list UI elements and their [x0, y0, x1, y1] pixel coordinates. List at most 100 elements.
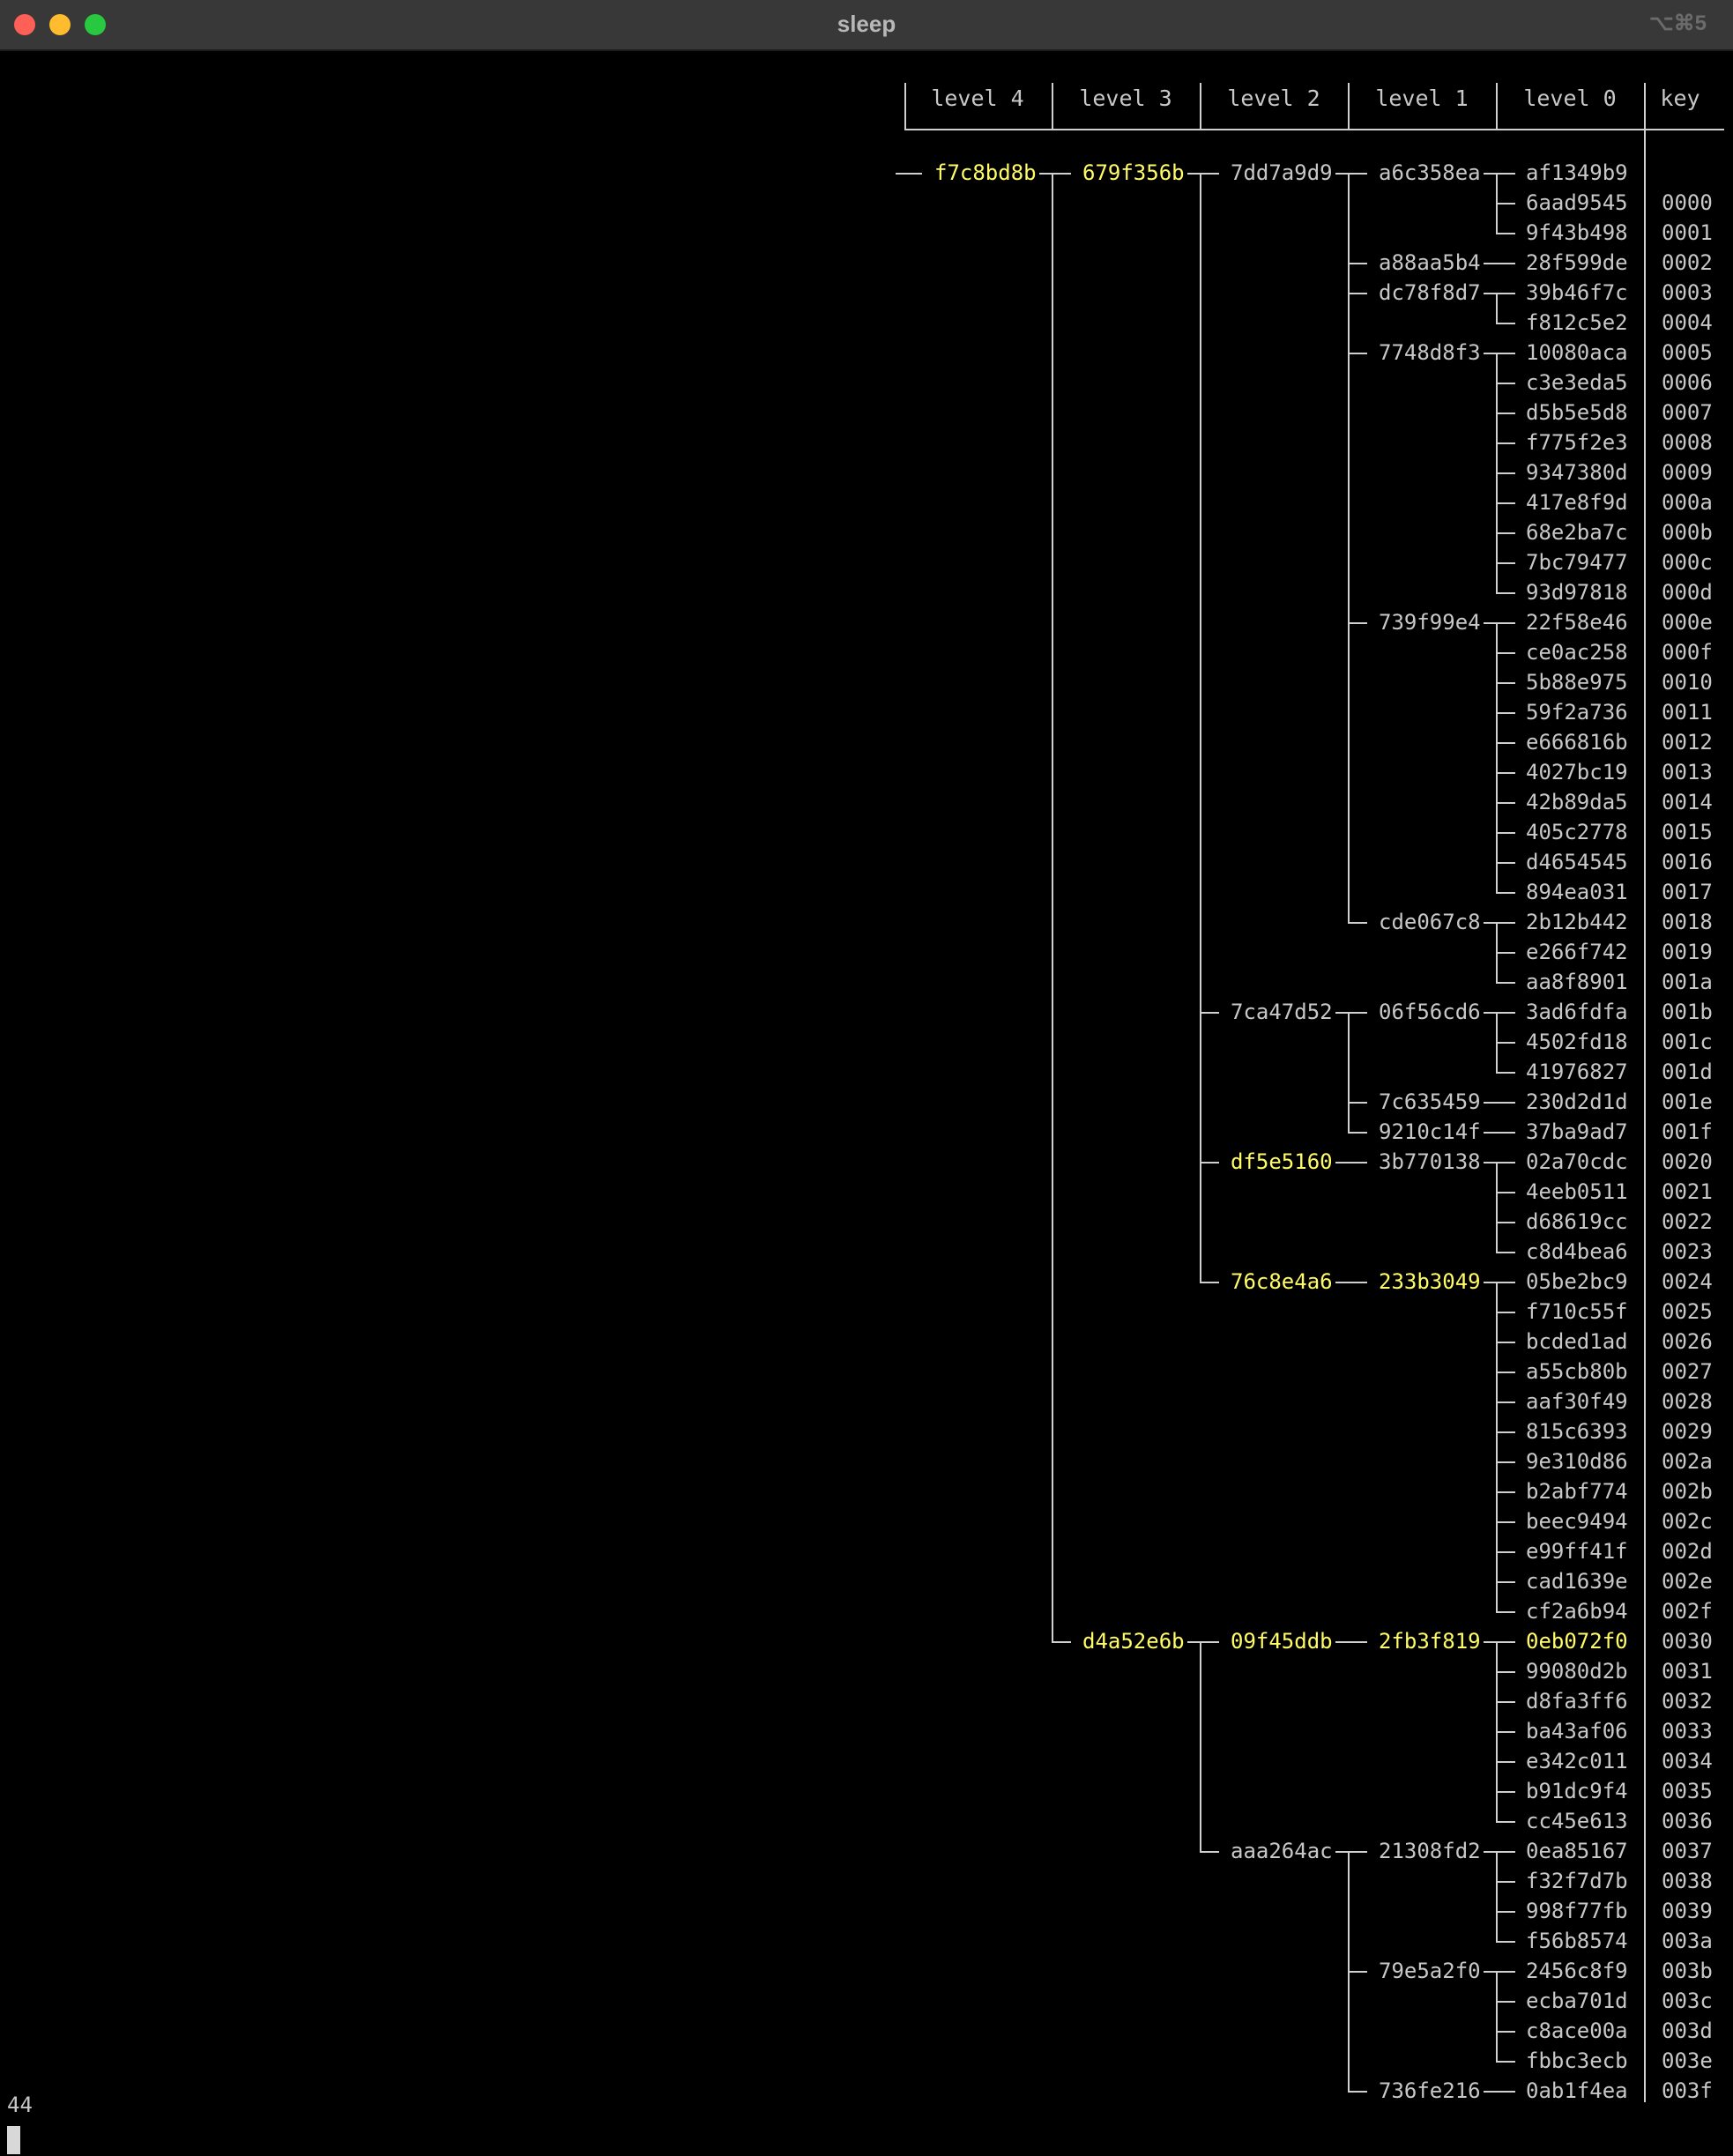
key-cell: 0004 — [1662, 310, 1713, 335]
zoom-window-icon[interactable] — [85, 14, 106, 35]
tree-connector — [1335, 1162, 1348, 1163]
tree-node-level-0: 230d2d1d — [1526, 1089, 1628, 1114]
tree-node-level-0: 2456c8f9 — [1526, 1959, 1628, 1983]
tree-node-level-2: 09f45ddb — [1231, 1629, 1333, 1654]
tree-connector — [1484, 1641, 1496, 1643]
tree-connector — [1496, 1851, 1498, 1943]
tree-node-level-0: e342c011 — [1526, 1749, 1628, 1773]
tree-node-level-1: 233b3049 — [1379, 1269, 1481, 1294]
tree-connector — [1496, 592, 1515, 594]
tree-connector — [1496, 1282, 1498, 1613]
tree-connector — [1496, 532, 1515, 534]
tree-connector — [1348, 1012, 1367, 1014]
tree-connector — [1496, 1581, 1515, 1583]
tree-connector — [1348, 173, 1350, 924]
tree-node-level-0: 59f2a736 — [1526, 700, 1628, 725]
key-cell: 0009 — [1662, 460, 1713, 485]
tree-node-level-1: 736fe216 — [1379, 2078, 1481, 2103]
tree-node-level-0: beec9494 — [1526, 1509, 1628, 1534]
key-cell: 000b — [1662, 520, 1713, 545]
tree-connector — [1484, 622, 1496, 624]
key-cell: 0016 — [1662, 850, 1713, 874]
tree-node-level-0: e266f742 — [1526, 940, 1628, 964]
key-cell: 0007 — [1662, 400, 1713, 425]
tree-connector — [1484, 1851, 1496, 1853]
tree-node-level-0: cf2a6b94 — [1526, 1599, 1628, 1624]
tree-node-level-0: 894ea031 — [1526, 880, 1628, 904]
tree-node-level-0: 998f77fb — [1526, 1899, 1628, 1923]
key-cell: 0002 — [1662, 250, 1713, 275]
tree-connector — [1200, 173, 1219, 175]
tree-connector — [1496, 892, 1515, 894]
key-cell: 000e — [1662, 610, 1713, 635]
tree-connector — [1200, 1012, 1219, 1014]
tree-connector — [1484, 293, 1496, 294]
tree-connector — [1484, 1162, 1496, 1163]
tree-node-level-0: 815c6393 — [1526, 1419, 1628, 1444]
tree-node-level-0: 417e8f9d — [1526, 490, 1628, 515]
tree-connector — [1496, 1461, 1515, 1463]
tree-node-level-0: f775f2e3 — [1526, 430, 1628, 455]
tree-connector — [1496, 323, 1515, 324]
tree-connector — [1496, 742, 1515, 744]
tree-connector — [1496, 1072, 1515, 1074]
tree-node-level-0: 5b88e975 — [1526, 670, 1628, 695]
tree-connector — [1484, 173, 1496, 175]
tree-node-level-0: 02a70cdc — [1526, 1149, 1628, 1174]
tree-connector — [1187, 173, 1200, 175]
tree-connector — [1496, 1971, 1515, 1973]
tree-node-level-0: cc45e613 — [1526, 1809, 1628, 1833]
close-window-icon[interactable] — [14, 14, 35, 35]
tree-node-level-4: f7c8bd8b — [934, 160, 1037, 185]
tree-node-level-0: c8ace00a — [1526, 2018, 1628, 2043]
tree-connector — [1348, 353, 1367, 354]
tree-connector — [1200, 173, 1201, 1283]
key-cell: 0018 — [1662, 910, 1713, 934]
tree-connector — [1496, 1042, 1515, 1044]
tree-node-level-1: 7c635459 — [1379, 1089, 1481, 1114]
key-cell: 003c — [1662, 1989, 1713, 2013]
tree-connector — [1484, 922, 1496, 924]
key-cell: 001f — [1662, 1119, 1713, 1144]
tree-connector — [1039, 173, 1052, 175]
key-cell: 0039 — [1662, 1899, 1713, 1923]
tree-connector — [1496, 293, 1515, 294]
key-cell: 003d — [1662, 2018, 1713, 2043]
tree-connector — [1496, 682, 1515, 684]
tree-connector — [1052, 1641, 1071, 1643]
tree-connector — [1496, 1941, 1515, 1943]
tree-node-level-0: 9f43b498 — [1526, 220, 1628, 245]
tree-connector — [1496, 263, 1515, 264]
tree-connector — [1496, 982, 1515, 984]
tree-node-level-0: 405c2778 — [1526, 820, 1628, 844]
tree-connector — [1496, 472, 1515, 474]
tree-node-level-0: 4027bc19 — [1526, 760, 1628, 784]
key-cell: 0022 — [1662, 1209, 1713, 1234]
tree-node-level-0: f32f7d7b — [1526, 1869, 1628, 1893]
tree-connector — [1496, 1312, 1515, 1313]
tree-node-level-1: 7748d8f3 — [1379, 340, 1481, 365]
key-cell: 001c — [1662, 1030, 1713, 1054]
tree-connector — [1200, 1641, 1201, 1853]
key-cell: 0038 — [1662, 1869, 1713, 1893]
key-cell: 0024 — [1662, 1269, 1713, 1294]
tree-node-level-1: a6c358ea — [1379, 160, 1481, 185]
key-cell: 0015 — [1662, 820, 1713, 844]
key-cell: 0030 — [1662, 1629, 1713, 1654]
key-cell: 0034 — [1662, 1749, 1713, 1773]
tree-connector — [1496, 712, 1515, 714]
key-cell: 003e — [1662, 2048, 1713, 2073]
tree-connector — [1200, 1282, 1219, 1283]
key-cell: 002c — [1662, 1509, 1713, 1534]
key-cell: 0023 — [1662, 1239, 1713, 1264]
key-cell: 0029 — [1662, 1419, 1713, 1444]
tree-node-level-0: d4654545 — [1526, 850, 1628, 874]
tree-node-level-2: df5e5160 — [1231, 1149, 1333, 1174]
tree-node-level-0: 7bc79477 — [1526, 550, 1628, 575]
key-cell: 0027 — [1662, 1359, 1713, 1384]
tree-connector — [1200, 1162, 1219, 1163]
tree-connector — [1484, 1132, 1496, 1134]
minimize-window-icon[interactable] — [49, 14, 71, 35]
tree-connector — [1335, 1012, 1348, 1014]
